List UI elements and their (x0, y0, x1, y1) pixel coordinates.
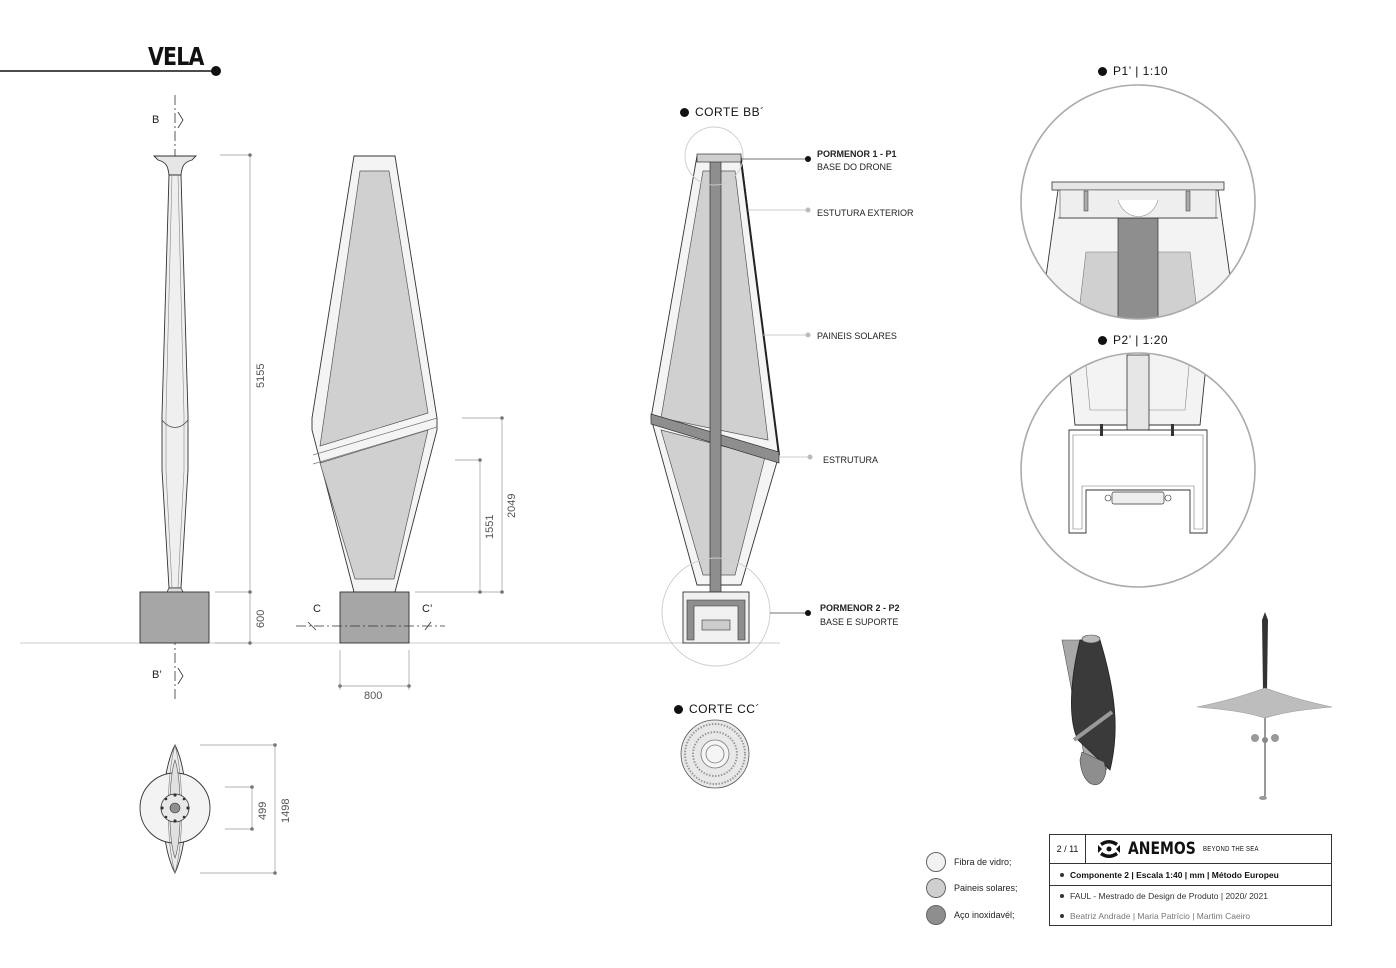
render-sail-perspective (1061, 634, 1116, 786)
bullet-icon (1098, 336, 1107, 345)
legend-swatch (926, 878, 946, 898)
section-marker-c-prime: C’ (422, 603, 433, 615)
callout-leaders (742, 156, 813, 616)
dimension-lines-plan (200, 743, 277, 875)
brand-header: ANEMOS BEYOND THE SEA (1086, 835, 1331, 864)
anemos-logo-icon (1098, 840, 1120, 858)
bullet-icon (674, 705, 683, 714)
dim-plan-inner: 499 (257, 801, 269, 820)
render-drone-perspective (1196, 612, 1333, 800)
legend-item-fibra: Fibra de vidro; (926, 851, 1012, 873)
dimension-lines-front (338, 416, 504, 690)
detail-title-p1: P1’ | 1:10 (1098, 64, 1168, 78)
callout-paineis: PAINEIS SOLARES (817, 331, 897, 341)
section-marker-c: C (313, 603, 321, 615)
section-title-bb: CORTE BB´ (680, 105, 765, 119)
front-elevation (296, 155, 445, 644)
section-marker-b-prime: B’ (152, 669, 162, 681)
title-block-row-authors: Beatriz Andrade | Maria Patrício | Marti… (1050, 906, 1331, 926)
page-number: 2 / 11 (1050, 835, 1086, 864)
detail-p1 (1020, 84, 1256, 320)
bullet-icon (1098, 67, 1107, 76)
bullet-icon (1060, 894, 1064, 899)
callout-pormenor2-sub: BASE E SUPORTE (820, 617, 899, 627)
detail-title-p2: P2’ | 1:20 (1098, 333, 1168, 347)
section-title-cc: CORTE CC´ (674, 702, 760, 716)
dim-height-base: 600 (255, 609, 267, 628)
dim-height-main: 5155 (255, 363, 267, 388)
brand-tagline: BEYOND THE SEA (1202, 845, 1259, 853)
drawing-title: VELA (148, 42, 204, 71)
callout-estrutura-exterior: ESTUTURA EXTERIOR (817, 208, 914, 218)
side-elevation (139, 95, 210, 700)
title-block: 2 / 11 ANEMOS BEYOND THE SEA Componente … (1049, 834, 1332, 926)
callout-pormenor1-title: PORMENOR 1 - P1 (817, 149, 897, 159)
callout-pormenor2-title: PORMENOR 2 - P2 (820, 603, 900, 613)
legend-swatch (926, 852, 946, 872)
title-block-row-component: Componente 2 | Escala 1:40 | mm | Método… (1050, 865, 1331, 886)
bullet-icon (680, 108, 689, 117)
bullet-icon (1060, 873, 1064, 878)
title-block-row-faul: FAUL - Mestrado de Design de Produto | 2… (1050, 886, 1331, 906)
section-cc (680, 719, 750, 789)
dim-width-base: 800 (364, 690, 383, 702)
legend-swatch (926, 905, 946, 925)
bullet-icon (1060, 914, 1064, 919)
dim-panel-lower: 1551 (484, 514, 496, 539)
callout-pormenor1-sub: BASE DO DRONE (817, 162, 893, 172)
plan-view (139, 743, 211, 875)
dim-plan-outer: 1498 (280, 798, 292, 823)
brand-name: ANEMOS (1128, 839, 1196, 859)
dim-panel-upper: 2049 (506, 493, 518, 518)
section-marker-b: B (152, 114, 160, 126)
legend-item-aco: Aço inoxidavél; (926, 904, 1015, 926)
detail-p2 (1020, 352, 1256, 588)
dimension-lines-left (215, 153, 252, 645)
title-underline (0, 66, 221, 76)
legend-item-paineis: Paineis solares; (926, 877, 1018, 899)
section-bb (650, 126, 780, 667)
callout-estrutura: ESTRUTURA (823, 455, 879, 465)
